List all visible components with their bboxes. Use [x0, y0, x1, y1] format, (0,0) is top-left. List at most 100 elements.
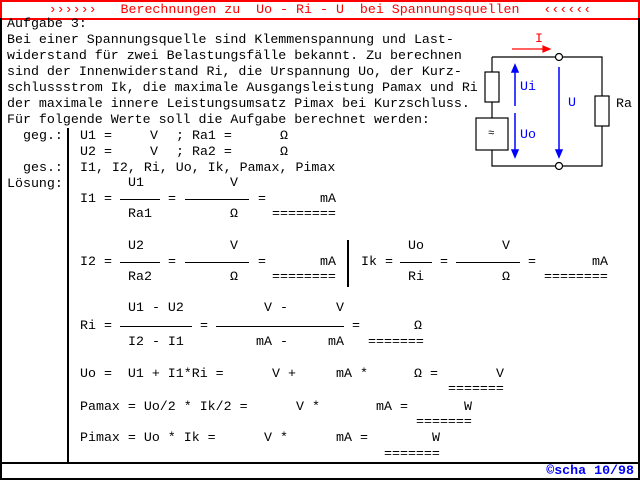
divider-vertical	[67, 128, 69, 464]
i1-underline: ========	[272, 206, 336, 221]
u-arrowhead	[554, 149, 564, 159]
ik-num2: V	[502, 238, 510, 253]
pamax-underline: =======	[416, 414, 472, 429]
ri-den2b: mA	[328, 334, 344, 349]
i1-den: Ra1	[128, 206, 152, 221]
copyright-text: ©scha 10/98	[546, 463, 634, 478]
i2-underline: ========	[272, 269, 336, 284]
given-u1-unit: V	[150, 128, 158, 143]
ik-den2: Ω	[502, 269, 510, 284]
sought-text: I1, I2, Ri, Uo, Ik, Pamax, Pimax	[80, 160, 336, 175]
fraction-bar	[120, 326, 192, 327]
uo-label: Uo	[520, 127, 536, 142]
i2-eq2: =	[258, 254, 266, 269]
task-line: widerstand für zwei Belastungsfälle beka…	[7, 48, 462, 63]
task-line: der maximale innere Leistungsumsatz Pima…	[7, 96, 470, 111]
task-line: schlussstrom Ik, die maximale Ausgangsle…	[7, 80, 478, 95]
ik-eq: =	[440, 254, 448, 269]
pimax-v: V *	[264, 430, 288, 445]
internal-resistor	[484, 71, 500, 103]
pamax-expr: Pamax = Uo/2 * Ik/2 =	[80, 399, 248, 414]
fraction-bar	[120, 262, 160, 263]
i2-den: Ra2	[128, 269, 152, 284]
i2-num: U2	[128, 238, 144, 253]
pamax-unit: W	[464, 399, 472, 414]
current-label: I	[535, 31, 543, 46]
ri-num2a: V -	[264, 300, 288, 315]
given-u2-unit: V	[150, 144, 158, 159]
sought-label: ges.:	[23, 160, 63, 175]
given-ra2: ; Ra2 =	[176, 144, 232, 159]
ik-eq2: =	[528, 254, 536, 269]
ri-num: U1 - U2	[128, 300, 184, 315]
task-line: Für folgende Werte soll die Aufgabe bere…	[7, 112, 430, 127]
given-ra1-unit: Ω	[280, 128, 288, 143]
task-heading: Aufgabe 3:	[7, 16, 87, 31]
i1-den2: Ω	[230, 206, 238, 221]
title-bar: ›››››› Berechnungen zu Uo - Ri - U bei S…	[0, 0, 640, 20]
fraction-bar	[185, 262, 249, 263]
uo-underline: =======	[448, 381, 504, 396]
i1-eq: =	[168, 191, 176, 206]
given-u1: U1 =	[80, 128, 112, 143]
footer-bar: ©scha 10/98	[0, 463, 640, 480]
content-panel	[0, 18, 640, 464]
u-label: U	[568, 95, 576, 110]
ri-num2b: V	[336, 300, 344, 315]
pamax-ma: mA =	[376, 399, 408, 414]
pimax-underline: =======	[384, 446, 440, 461]
task-line: Bei einer Spannungsquelle sind Klemmensp…	[7, 32, 454, 47]
pamax-v: V *	[296, 399, 320, 414]
solution-label: Lösung:	[7, 176, 63, 191]
ik-unit: mA	[592, 254, 608, 269]
current-arrowhead	[542, 45, 552, 53]
fraction-bar	[120, 199, 160, 200]
pimax-ma: mA =	[336, 430, 368, 445]
ri-unit: Ω	[414, 318, 422, 333]
ri-eq: =	[200, 318, 208, 333]
pimax-unit: W	[432, 430, 440, 445]
fraction-bar	[216, 326, 344, 327]
ui-arrowhead	[510, 63, 520, 73]
i1-unit: mA	[320, 191, 336, 206]
ui-label: Ui	[520, 79, 536, 94]
fraction-bar	[456, 262, 520, 263]
uo-ohm: Ω =	[414, 366, 438, 381]
given-ra1: ; Ra1 =	[176, 128, 232, 143]
ra-label: Ra	[616, 96, 632, 111]
i2-eq: =	[168, 254, 176, 269]
given-label: geg.:	[23, 128, 63, 143]
i2-den2: Ω	[230, 269, 238, 284]
circuit-wires	[491, 56, 603, 167]
ik-den: Ri	[408, 269, 424, 284]
ri-lhs: Ri =	[80, 318, 112, 333]
i2-num2: V	[230, 238, 238, 253]
ik-num: Uo	[408, 238, 424, 253]
uo-unit: V	[496, 366, 504, 381]
i1-num: U1	[128, 175, 144, 190]
i1-num2: V	[230, 175, 238, 190]
page-title: ›››››› Berechnungen zu Uo - Ri - U bei S…	[48, 2, 592, 17]
uo-v: V +	[272, 366, 296, 381]
ac-symbol-icon: ≈	[488, 128, 495, 140]
task-line: sind der Innenwiderstand Ri, die Urspann…	[7, 64, 462, 79]
ri-underline: =======	[368, 334, 424, 349]
uo-expr: Uo = U1 + I1*Ri =	[80, 366, 224, 381]
divider-vertical	[347, 240, 349, 287]
terminal-top	[554, 52, 564, 62]
load-resistor	[594, 95, 610, 127]
i2-lhs: I2 =	[80, 254, 112, 269]
terminal-bottom	[554, 161, 564, 171]
ri-eq2: =	[352, 318, 360, 333]
pimax-expr: Pimax = Uo * Ik =	[80, 430, 216, 445]
fraction-bar	[185, 199, 249, 200]
ri-den: I2 - I1	[128, 334, 184, 349]
uo-arrowhead	[510, 149, 520, 159]
ik-lhs: Ik =	[361, 254, 393, 269]
uo-ma: mA *	[336, 366, 368, 381]
ik-underline: ========	[544, 269, 608, 284]
i1-lhs: I1 =	[80, 191, 112, 206]
given-ra2-unit: Ω	[280, 144, 288, 159]
